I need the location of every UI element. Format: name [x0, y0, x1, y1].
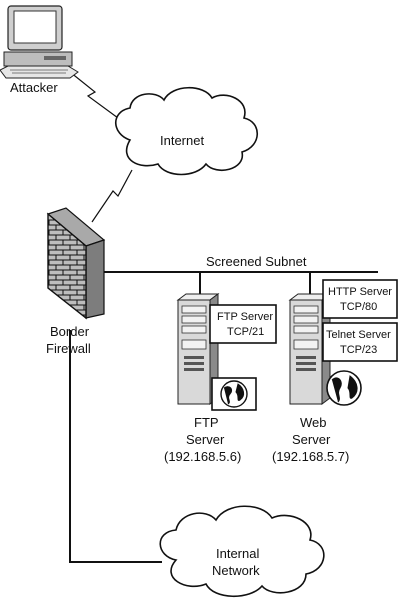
globe-folder-icon [211, 377, 257, 411]
web-server-label-line3: (192.168.5.7) [272, 449, 349, 464]
ftp-server-label-line3: (192.168.5.6) [164, 449, 241, 464]
http-service-line2: TCP/80 [340, 301, 377, 313]
link-firewall-internal [69, 330, 162, 563]
ftp-server-label-line2: Server [186, 432, 225, 447]
ftp-service-line2: TCP/21 [227, 326, 264, 338]
ftp-service-box [209, 304, 277, 344]
cloud-icon [114, 87, 259, 176]
screened-subnet-label: Screened Subnet [206, 254, 307, 269]
attacker-label: Attacker [10, 80, 58, 95]
ftp-server-label-line1: FTP [194, 415, 219, 430]
telnet-service-line1: Telnet Server [326, 329, 391, 341]
firewall-label-line1: Border [50, 324, 90, 339]
web-server-label-line2: Server [292, 432, 331, 447]
desktop-computer-icon [0, 5, 79, 79]
internal-network-label-line2: Network [212, 563, 260, 578]
server-tower-icon [176, 293, 220, 405]
ftp-service-line1: FTP Server [217, 311, 273, 323]
http-service-line1: HTTP Server [328, 286, 392, 298]
cloud-icon [159, 505, 325, 597]
telnet-service-line2: TCP/23 [340, 344, 377, 356]
internet-label: Internet [160, 133, 204, 148]
telnet-service-box [322, 322, 398, 362]
web-server-label-line1: Web [300, 415, 327, 430]
internal-network-label-line1: Internal [216, 546, 259, 561]
globe-icon [326, 370, 362, 406]
lightning-link-internet-firewall [91, 169, 133, 223]
http-service-box [322, 279, 398, 319]
firewall-label-line2: Firewall [46, 341, 91, 356]
lightning-link-attacker-internet [69, 71, 119, 119]
brick-wall-icon [46, 207, 106, 320]
